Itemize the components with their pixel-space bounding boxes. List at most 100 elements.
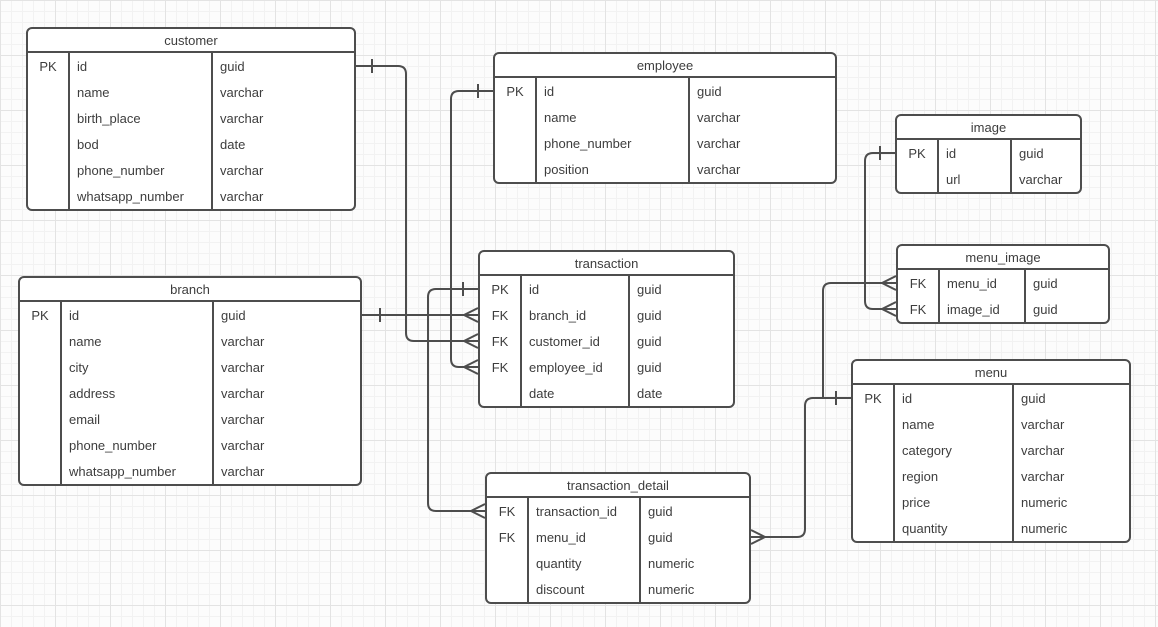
entity-fields: PK id guid name varchar city varchar add… [20, 302, 360, 484]
field-row: name varchar [28, 79, 354, 105]
field-row: date date [480, 380, 733, 406]
field-row: FK branch_id guid [480, 302, 733, 328]
entity-fields: PK id guid name varchar birth_place varc… [28, 53, 354, 209]
field-name: branch_id [522, 302, 630, 328]
field-type: guid [1033, 301, 1058, 317]
field-type: guid [697, 83, 722, 99]
field-key [28, 79, 70, 105]
entity-menu-image[interactable]: menu_image FK menu_id guid FK image_id g… [896, 244, 1110, 324]
entity-image[interactable]: image PK id guid url varchar [895, 114, 1082, 194]
field-name: whatsapp_number [70, 183, 213, 209]
field-type: numeric [1021, 494, 1068, 510]
field-type: varchar [220, 188, 264, 204]
entity-employee[interactable]: employee PK id guid name varchar phone_n… [493, 52, 837, 184]
relationship-customer-transaction[interactable] [356, 59, 479, 349]
field-key [495, 130, 537, 156]
field-row: city varchar [20, 354, 360, 380]
entity-transaction[interactable]: transaction PK id guid FK branch_id guid… [478, 250, 735, 408]
field-key: FK [487, 524, 529, 550]
field-name: whatsapp_number [62, 458, 214, 484]
field-key [487, 550, 529, 576]
field-row: quantity numeric [487, 550, 749, 576]
field-key [897, 166, 939, 192]
field-name: id [939, 140, 1012, 166]
field-name: name [895, 411, 1014, 437]
field-name: menu_id [529, 524, 641, 550]
entity-branch[interactable]: branch PK id guid name varchar city varc… [18, 276, 362, 486]
cardinality-many-crowfoot-icon [463, 359, 479, 375]
field-key: FK [898, 296, 940, 322]
relationship-transaction-transaction_detail[interactable] [427, 282, 486, 519]
field-row: PK id guid [20, 302, 360, 328]
relationship-employee-transaction[interactable] [450, 84, 493, 375]
field-name: image_id [940, 296, 1026, 322]
field-type: guid [637, 333, 662, 349]
field-key: PK [495, 78, 537, 104]
field-name: id [895, 385, 1014, 411]
cardinality-many-crowfoot-icon [881, 275, 897, 291]
field-row: birth_place varchar [28, 105, 354, 131]
field-name: date [522, 380, 630, 406]
relationship-menu-menu_image[interactable] [822, 275, 897, 399]
relationship-image-menu_image[interactable] [864, 146, 897, 317]
entity-fields: PK id guid FK branch_id guid FK customer… [480, 276, 733, 406]
field-type: date [637, 385, 663, 401]
cardinality-many-crowfoot-icon [470, 503, 486, 519]
entity-fields: PK id guid url varchar [897, 140, 1080, 192]
field-key [487, 576, 529, 602]
field-name: birth_place [70, 105, 213, 131]
field-name: email [62, 406, 214, 432]
field-row: phone_number varchar [20, 432, 360, 458]
field-key [28, 131, 70, 157]
field-name: employee_id [522, 354, 630, 380]
relationship-menu-transaction_detail[interactable] [750, 391, 851, 545]
field-key [853, 463, 895, 489]
field-type: varchar [221, 333, 265, 349]
field-name: url [939, 166, 1012, 192]
entity-transaction-detail[interactable]: transaction_detail FK transaction_id gui… [485, 472, 751, 604]
field-name: name [62, 328, 214, 354]
edge-line [822, 282, 882, 399]
field-type: guid [648, 529, 673, 545]
field-name: name [537, 104, 690, 130]
cardinality-many-crowfoot-icon [463, 307, 479, 323]
field-key: PK [20, 302, 62, 328]
field-type: guid [648, 503, 673, 519]
field-key: PK [897, 140, 939, 166]
entity-title: employee [495, 54, 835, 78]
field-row: phone_number varchar [495, 130, 835, 156]
field-row: name varchar [20, 328, 360, 354]
edge-line [450, 90, 493, 368]
field-row: url varchar [897, 166, 1080, 192]
field-key [28, 183, 70, 209]
edge-line [427, 288, 478, 512]
field-key [853, 489, 895, 515]
field-row: whatsapp_number varchar [28, 183, 354, 209]
cardinality-many-crowfoot-icon [463, 333, 479, 349]
field-key: PK [853, 385, 895, 411]
field-row: category varchar [853, 437, 1129, 463]
field-type: varchar [1021, 416, 1065, 432]
field-type: varchar [221, 359, 265, 375]
field-name: name [70, 79, 213, 105]
entity-title: transaction [480, 252, 733, 276]
field-row: FK menu_id guid [898, 270, 1108, 296]
relationship-branch-transaction[interactable] [362, 307, 479, 323]
field-type: guid [221, 307, 246, 323]
field-row: PK id guid [853, 385, 1129, 411]
entity-customer[interactable]: customer PK id guid name varchar birth_p… [26, 27, 356, 211]
entity-menu[interactable]: menu PK id guid name varchar category va… [851, 359, 1131, 543]
field-row: FK menu_id guid [487, 524, 749, 550]
entity-title: customer [28, 29, 354, 53]
field-key [28, 105, 70, 131]
field-key: FK [487, 498, 529, 524]
field-type: varchar [220, 110, 264, 126]
entity-fields: FK menu_id guid FK image_id guid [898, 270, 1108, 322]
field-type: guid [637, 307, 662, 323]
field-key: FK [480, 328, 522, 354]
entity-fields: FK transaction_id guid FK menu_id guid q… [487, 498, 749, 602]
field-key [20, 328, 62, 354]
field-name: address [62, 380, 214, 406]
